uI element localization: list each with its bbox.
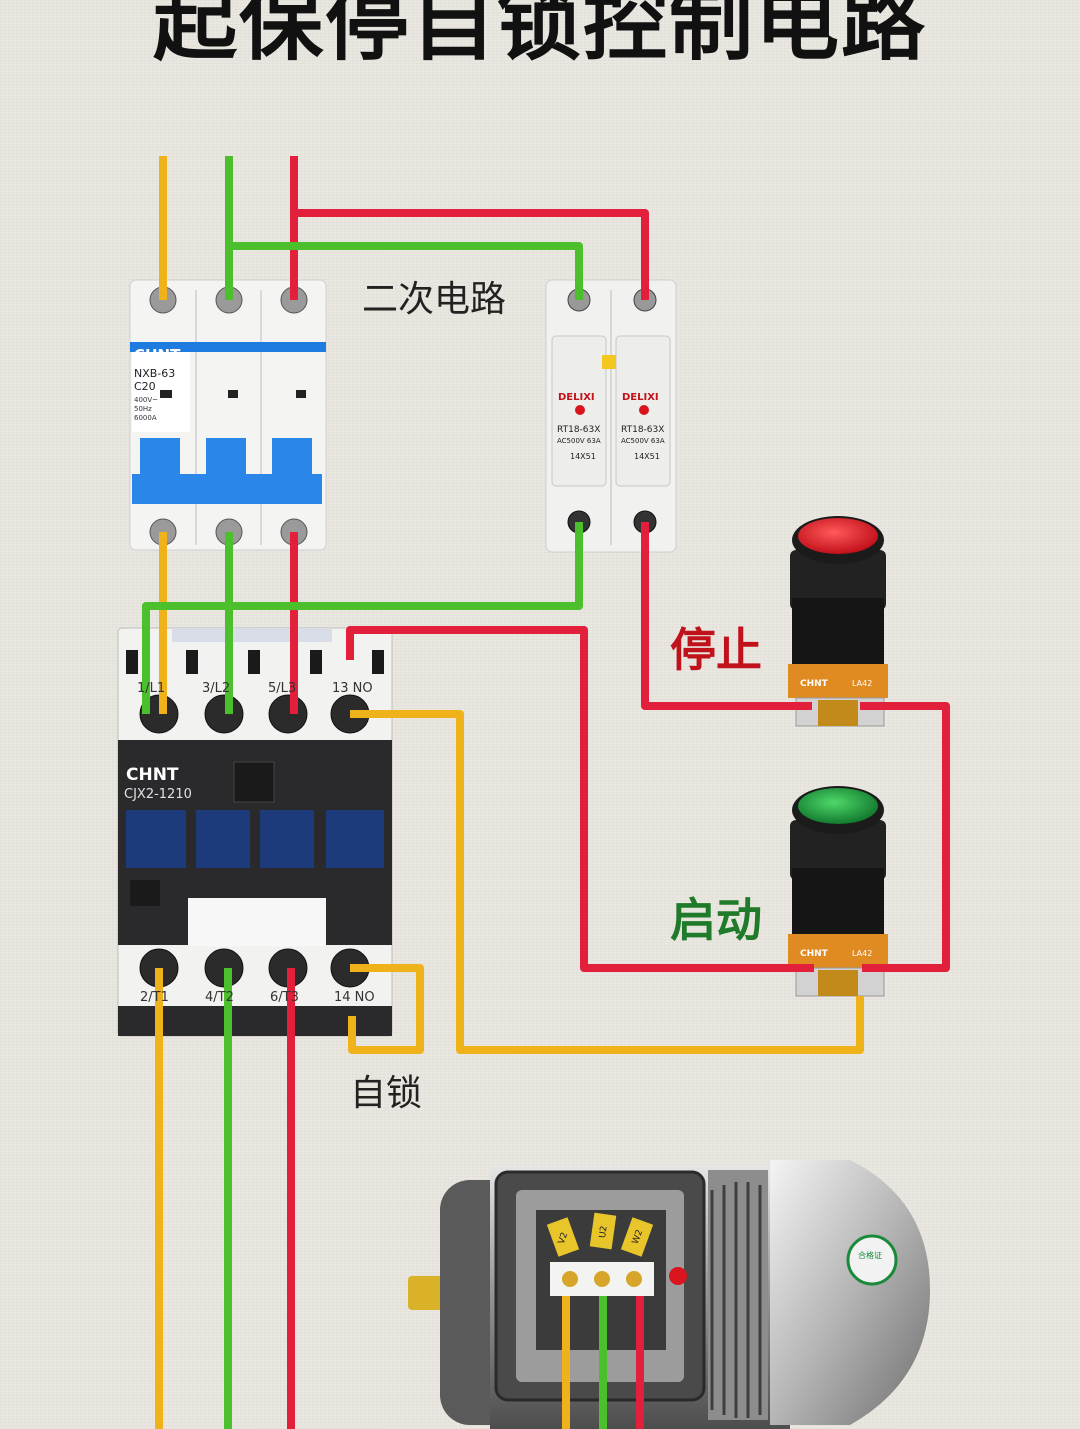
fuse-2-rating: AC500V 63A	[621, 437, 665, 445]
circuit-breaker	[129, 279, 327, 551]
stop-to-start-wire	[860, 702, 950, 972]
self-lock-label: 自锁	[350, 1073, 423, 1114]
stop-button-cap[interactable]	[798, 518, 878, 554]
fuse-2-size: 14X51	[634, 452, 660, 461]
aux-13no-wire	[350, 710, 864, 1054]
start-label: 启动	[670, 893, 762, 947]
breaker-spec-2: 50Hz	[134, 405, 152, 413]
wires	[142, 156, 950, 1429]
fuse-1-rating: AC500V 63A	[557, 437, 601, 445]
terminal-label-bottom-3: 6/T3	[270, 990, 299, 1005]
stop-button-body	[788, 516, 888, 727]
start-button-brand: CHNT	[800, 949, 829, 959]
terminal-label-top-4: 13 NO	[332, 681, 373, 696]
breaker-spec-1: 400V~	[134, 396, 158, 404]
terminal-label-bottom-4: 14 NO	[334, 990, 375, 1005]
fuse-holder	[545, 279, 677, 553]
fuse-1-model: RT18-63X	[557, 425, 600, 435]
breaker-spec-3: 6000A	[134, 414, 157, 422]
motor-tag-u2: U2	[598, 1225, 610, 1239]
terminal-label-bottom-2: 4/T2	[205, 990, 234, 1005]
secondary-feed-wire-b	[229, 242, 583, 300]
contactor-brand: CHNT	[126, 765, 179, 785]
stop-button-model: LA42	[852, 679, 872, 688]
breaker-rating: C20	[134, 380, 156, 393]
secondary-feed-wire-c	[294, 209, 649, 300]
fuse-2-brand: DELIXI	[622, 392, 659, 403]
contactor-model: CJX2-1210	[124, 787, 192, 802]
fuse-to-stop-wire	[641, 522, 812, 710]
motor-tag-w2: W2	[631, 1228, 645, 1245]
stop-button-brand: CHNT	[800, 679, 829, 689]
terminal-label-top-3: 5/L3	[268, 681, 296, 696]
fuse-1-size: 14X51	[570, 452, 596, 461]
start-button-body	[788, 786, 888, 997]
page-title: 起保停自锁控制电路	[152, 0, 927, 72]
fuse-to-coil-wire	[142, 522, 583, 714]
contactor	[117, 627, 393, 1037]
start-button-model: LA42	[852, 949, 872, 958]
motor	[408, 1160, 930, 1429]
motor-tag-v2: V2	[557, 1231, 570, 1246]
self-lock-wire	[348, 964, 424, 1054]
breaker-model: NXB-63	[134, 367, 175, 380]
terminal-label-top-1: 1/L1	[137, 681, 165, 696]
terminal-label-top-2: 3/L2	[202, 681, 230, 696]
secondary-circuit-label: 二次电路	[362, 279, 507, 320]
stop-label: 停止	[670, 623, 762, 677]
terminal-label-bottom-1: 2/T1	[140, 990, 169, 1005]
breaker-brand: CHNT	[134, 346, 181, 364]
fuse-2-model: RT18-63X	[621, 425, 664, 435]
motor-nameplate: 合格证	[858, 1250, 882, 1260]
fuse-1-brand: DELIXI	[558, 392, 595, 403]
start-button-cap[interactable]	[798, 788, 878, 824]
start-to-coil-wire	[346, 626, 814, 972]
